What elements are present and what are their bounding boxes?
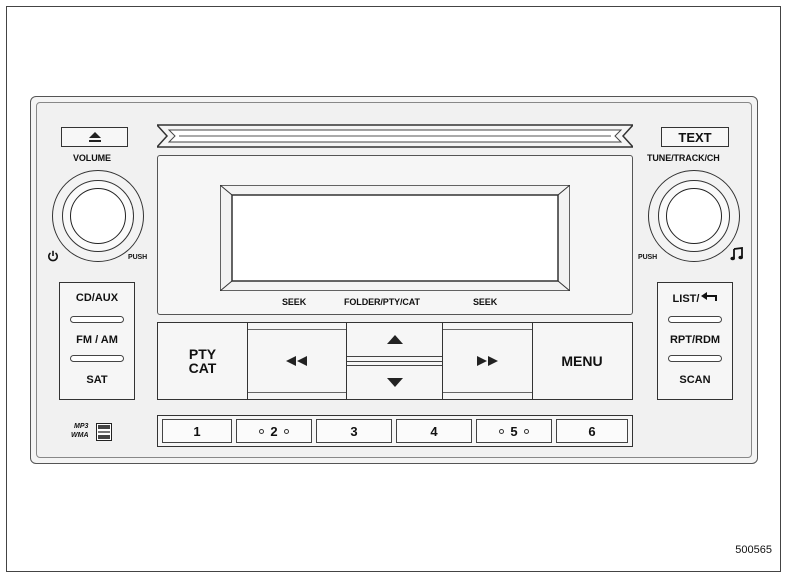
preset-2-button[interactable]: 2	[236, 419, 312, 443]
scan-button[interactable]: SCAN	[679, 374, 711, 386]
mp3-logo-text: MP3	[74, 423, 89, 430]
button-edge	[443, 329, 532, 330]
folder-down-button[interactable]	[347, 365, 442, 399]
sat-button[interactable]: SAT	[86, 374, 108, 386]
fast-forward-icon	[476, 356, 498, 366]
mode-divider	[668, 316, 722, 323]
preset-3-button[interactable]: 3	[316, 419, 392, 443]
rewind-icon	[286, 356, 307, 366]
seek-back-button[interactable]	[248, 323, 347, 399]
folder-divider	[347, 361, 442, 362]
preset-5-button[interactable]: 5	[476, 419, 552, 443]
tactile-dot	[523, 428, 529, 434]
volume-label: VOLUME	[73, 153, 111, 163]
cd-aux-button[interactable]: CD/AUX	[75, 292, 119, 304]
text-button[interactable]: TEXT	[661, 127, 729, 147]
button-edge	[248, 392, 346, 393]
button-edge	[248, 329, 346, 330]
preset-button-row: 1 2 3 4 5 6	[157, 415, 633, 447]
source-button-group: CD/AUX FM / AM SAT	[59, 282, 135, 400]
fm-am-button[interactable]: FM / AM	[76, 334, 118, 346]
folder-up-button[interactable]	[347, 323, 442, 357]
source-divider	[70, 355, 124, 362]
tune-track-ch-label: TUNE/TRACK/CH	[647, 153, 720, 163]
control-button-row: PTY CAT MENU	[157, 322, 633, 400]
seek-forward-button[interactable]	[443, 323, 533, 399]
preset-2-label: 2	[270, 423, 278, 439]
eject-button[interactable]	[61, 127, 128, 147]
triangle-up-icon	[386, 335, 403, 344]
seek-left-label: SEEK	[282, 297, 307, 307]
pty-cat-button[interactable]: PTY CAT	[158, 323, 248, 399]
tactile-dot	[499, 428, 505, 434]
seek-right-label: SEEK	[473, 297, 498, 307]
rpt-rdm-button[interactable]: RPT/RDM	[669, 334, 721, 346]
tune-push-label: PUSH	[638, 254, 658, 261]
triangle-down-icon	[386, 378, 403, 387]
mode-divider	[668, 355, 722, 362]
folder-up-down-button[interactable]	[347, 323, 443, 399]
wma-logo-text: WMA	[71, 432, 89, 439]
volume-knob-cap	[70, 188, 126, 244]
lcd-screen	[219, 184, 571, 292]
tactile-dot	[259, 428, 265, 434]
volume-push-label: PUSH	[128, 254, 148, 261]
tactile-dot	[283, 428, 289, 434]
cd-slot	[155, 124, 635, 148]
disc-logo-icon	[96, 423, 112, 441]
preset-5-label: 5	[510, 423, 518, 439]
preset-4-button[interactable]: 4	[396, 419, 472, 443]
tune-knob-cap	[666, 188, 722, 244]
power-icon	[48, 250, 58, 262]
list-button-label: LIST/	[672, 293, 700, 305]
mode-button-group: LIST/ RPT/RDM SCAN	[657, 282, 733, 400]
menu-button[interactable]: MENU	[561, 353, 603, 369]
source-divider	[70, 316, 124, 323]
music-note-icon	[730, 247, 743, 261]
mp3-wma-logo: MP3 WMA	[68, 422, 124, 444]
list-button[interactable]: LIST/	[658, 292, 732, 305]
preset-1-button[interactable]: 1	[162, 419, 232, 443]
eject-icon	[88, 132, 101, 142]
figure-number: 500565	[735, 544, 772, 556]
preset-6-button[interactable]: 6	[556, 419, 628, 443]
cat-label: CAT	[188, 360, 217, 376]
button-edge	[443, 392, 532, 393]
folder-pty-cat-label: FOLDER/PTY/CAT	[344, 297, 420, 307]
pty-label: PTY	[188, 346, 217, 362]
return-arrow-icon	[701, 292, 718, 301]
